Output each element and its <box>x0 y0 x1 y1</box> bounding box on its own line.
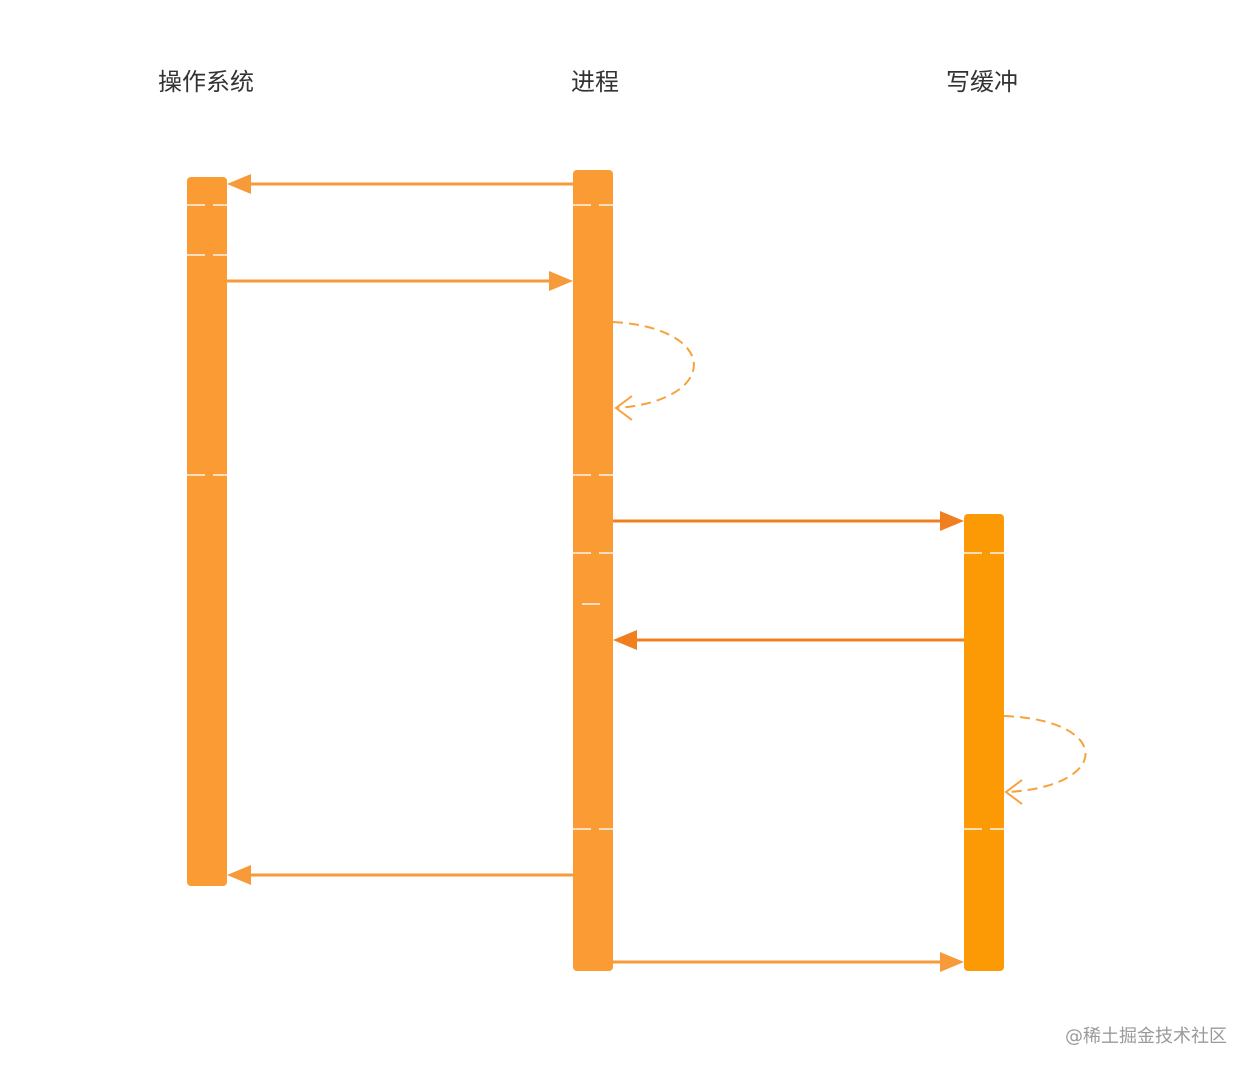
message-buffer-to-process <box>613 630 964 650</box>
buffer-self-call-arrowhead <box>1004 779 1023 805</box>
lane-title-write-buffer: 写缓冲 <box>946 68 1018 96</box>
message-process-to-buffer-2 <box>613 952 964 972</box>
message-process-to-os-2 <box>227 865 573 885</box>
message-os-to-process-1 <box>227 271 573 291</box>
watermark: @稀土掘金技术社区 <box>1065 1026 1227 1047</box>
buffer-self-call <box>1003 715 1087 793</box>
lane-title-os: 操作系统 <box>158 68 254 96</box>
bar-separators <box>187 204 1004 830</box>
message-process-to-os-1 <box>227 174 573 194</box>
process-self-call-arrowhead <box>614 395 633 421</box>
message-process-to-buffer-1 <box>613 511 964 531</box>
process-activation-bar <box>573 170 613 971</box>
write-buffer-activation-bar <box>964 514 1004 971</box>
process-self-call <box>612 321 695 409</box>
os-activation-bar <box>187 177 227 886</box>
lane-title-process: 进程 <box>571 68 619 96</box>
